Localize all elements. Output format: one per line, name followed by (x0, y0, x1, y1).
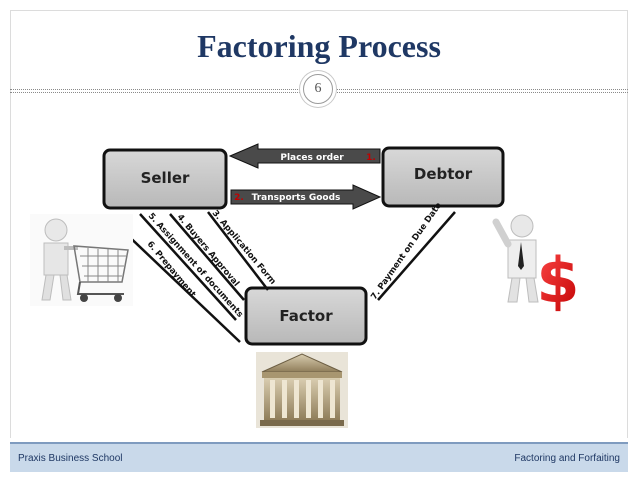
debtor-factor-line (377, 211, 456, 301)
slide-title: Factoring Process (197, 28, 441, 64)
slide-border-right (627, 90, 628, 438)
page-number: 6 (303, 74, 333, 104)
shopping-cart-person-image (30, 214, 133, 306)
factor-label: Factor (279, 307, 333, 325)
footer-school-name: Praxis Business School (18, 453, 123, 464)
debtor-label: Debtor (414, 165, 473, 183)
dollar-businessman-image: $ (492, 214, 580, 317)
transports-goods-text: Transports Goods (252, 193, 341, 203)
step-3-label: 3. Application Form (210, 209, 278, 287)
slide-header-frame (10, 10, 628, 90)
seller-factor-lines (119, 211, 269, 343)
step-7-label: 7. Payment on Due Date (369, 201, 444, 302)
slide-border-left (10, 90, 11, 438)
debtor-box: Debtor (381, 146, 505, 208)
arrow-transports-goods: 2. Transports Goods (230, 184, 382, 210)
slide-footer: Praxis Business School Factoring and For… (10, 442, 628, 472)
bank-building-image (256, 352, 348, 428)
arrow-places-order: Places order 1. (228, 143, 381, 169)
step-2-number: 2. (234, 193, 244, 203)
step-1-number: 1. (366, 153, 376, 163)
places-order-text: Places order (280, 153, 344, 163)
factor-box: Factor (244, 286, 368, 346)
footer-topic: Factoring and Forfaiting (514, 453, 620, 464)
dollar-icon: $ (536, 244, 579, 317)
seller-label: Seller (141, 169, 190, 187)
seller-box: Seller (102, 148, 228, 210)
